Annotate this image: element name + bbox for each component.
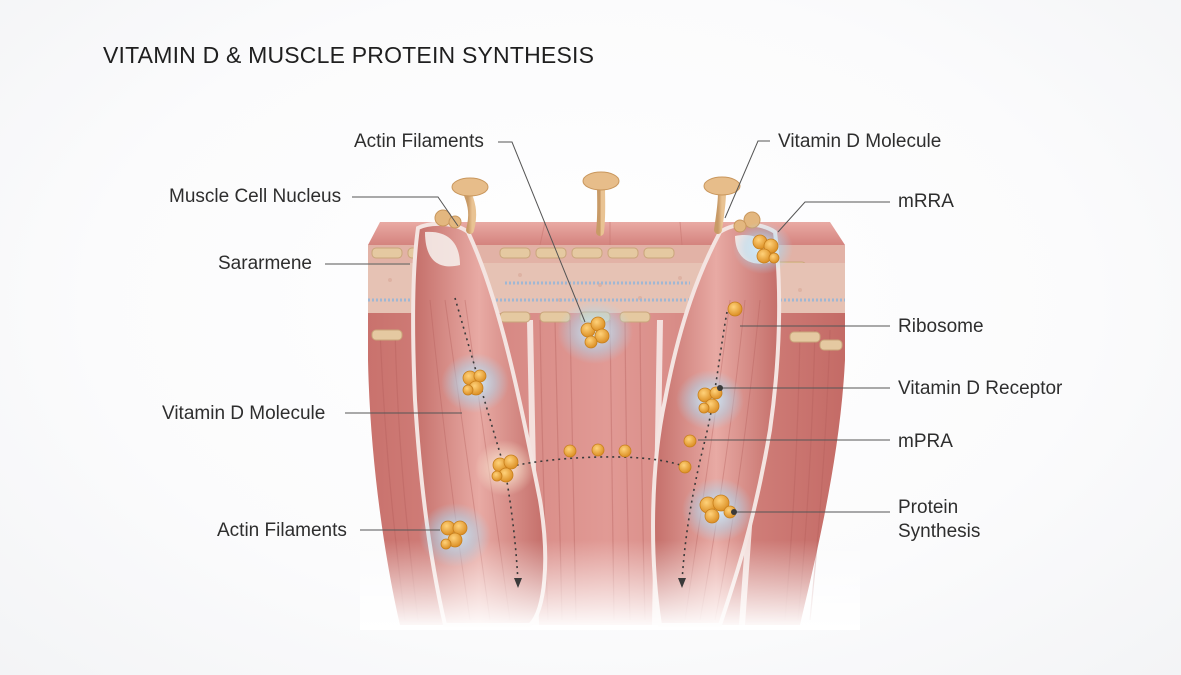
label-mrra: mRRA — [898, 191, 954, 212]
label-ribosome: Ribosome — [898, 316, 984, 337]
page-title: VITAMIN D & MUSCLE PROTEIN SYNTHESIS — [103, 42, 595, 68]
transport-paths — [454, 297, 728, 583]
label-protein: Protein — [898, 497, 959, 518]
cluster-7 — [752, 234, 780, 264]
label-muscle-cell-nucleus: Muscle Cell Nucleus — [169, 186, 342, 207]
leader-dots — [717, 385, 737, 515]
cluster-4 — [440, 520, 468, 550]
path-arrowheads — [514, 578, 686, 588]
label-vitamin-d-molecule-left: Vitamin D Molecule — [162, 403, 326, 424]
label-actin-filaments-top: Actin Filaments — [354, 131, 484, 152]
molecule-clusters — [440, 234, 780, 550]
label-vitamin-d-molecule-right: Vitamin D Molecule — [778, 131, 942, 152]
leader-lines — [325, 140, 890, 531]
label-vitamin-d-receptor: Vitamin D Receptor — [898, 378, 1063, 399]
label-sararmene: Sararmene — [218, 253, 312, 274]
single-beads — [563, 301, 743, 474]
vitamin-d-molecules-top — [434, 171, 761, 236]
cluster-1 — [580, 316, 610, 349]
label-mpra: mPRA — [898, 431, 953, 452]
cluster-3 — [491, 454, 519, 483]
cluster-2 — [462, 369, 487, 396]
label-actin-filaments-bottom: Actin Filaments — [217, 520, 347, 541]
cluster-6 — [699, 494, 737, 524]
label-synthesis: Synthesis — [898, 521, 981, 542]
